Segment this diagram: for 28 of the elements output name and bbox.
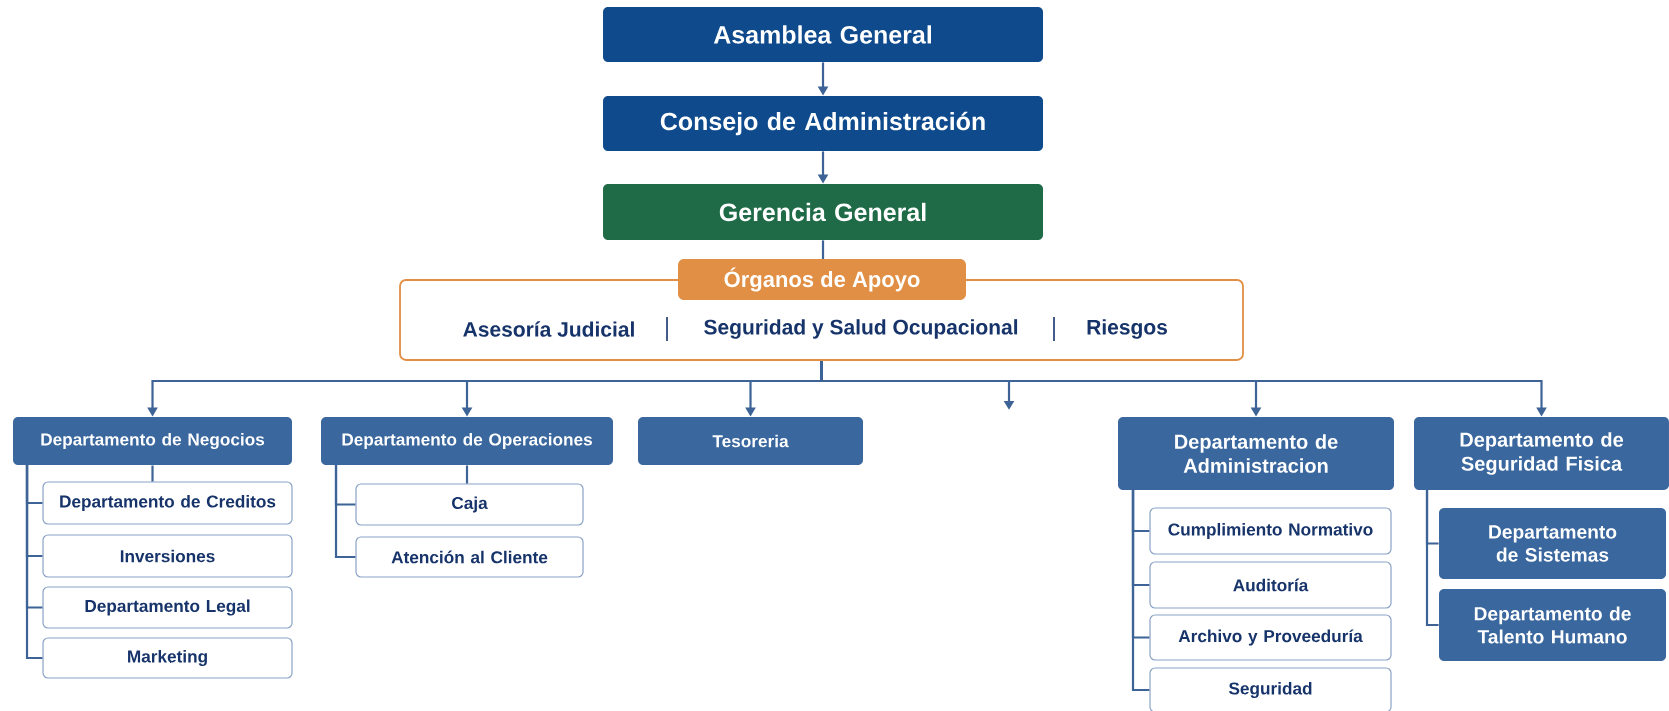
unit-box: Departamento de Sistemas (1439, 508, 1666, 579)
unit-box: Caja (355, 483, 584, 526)
title-box: Gerencia General (603, 184, 1043, 240)
unit-box: Auditoría (1149, 561, 1392, 609)
unit-box: Marketing (42, 637, 293, 679)
connector-line (25, 463, 154, 505)
unit-box: Seguridad (1149, 667, 1392, 711)
title-box: Asamblea General (603, 7, 1043, 62)
connector-line (1131, 490, 1150, 692)
unit-box: Archivo y Proveeduría (1149, 614, 1392, 661)
department-box: Departamento de Administracion (1118, 417, 1394, 490)
connector-line (1425, 490, 1439, 627)
unit-box: Departamento de Talento Humano (1439, 589, 1666, 661)
connector-line (821, 240, 825, 259)
support-box: Órganos de Apoyo Asesoría Judicial Seguridad y Salud Ocupacional Riesgos (399, 259, 1244, 361)
department-box: Departamento de Operaciones (321, 417, 613, 465)
connector-line (25, 465, 43, 660)
department-box: Departamento de Negocios (13, 417, 292, 465)
unit-box: Atención al Cliente (355, 536, 584, 578)
unit-box: Cumplimiento Normativo (1149, 507, 1392, 555)
title-box: Consejo de Administración (603, 96, 1043, 151)
unit-box: Inversiones (42, 534, 293, 578)
unit-box: Departamento de Creditos (42, 481, 293, 525)
connector-line (334, 465, 356, 559)
department-box: Tesoreria (638, 417, 863, 465)
unit-box: Departamento Legal (42, 586, 293, 629)
department-box: Departamento de Seguridad Fisica (1414, 417, 1669, 490)
connector-line (334, 463, 469, 506)
